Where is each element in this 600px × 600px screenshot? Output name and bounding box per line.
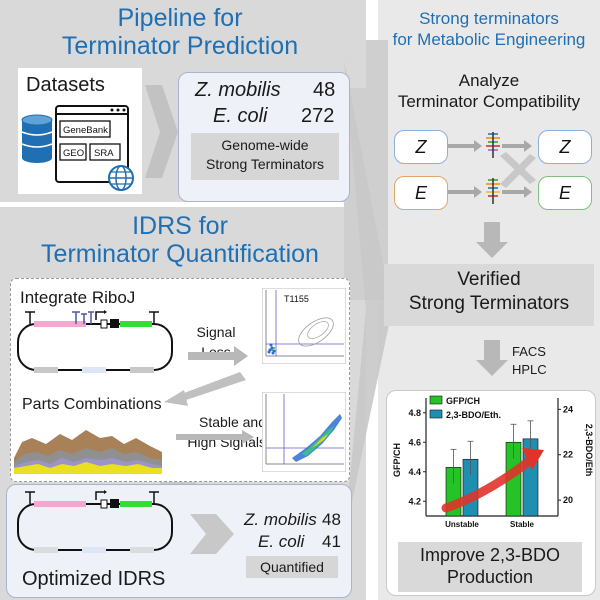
legend-swatch-bdo xyxy=(429,409,443,419)
metabolic-title-line1: Strong terminators xyxy=(419,9,559,28)
improve-label: Improve 2,3-BDO Production xyxy=(398,542,582,592)
optimized-chevron xyxy=(190,514,234,554)
chart-left-tick-label: 4.8 xyxy=(408,408,421,418)
arrow-to-parts xyxy=(164,372,246,406)
plasmid-optimized xyxy=(17,490,173,553)
db-label-genebank: GeneBank xyxy=(63,125,108,136)
verified-label: Verified Strong Terminators xyxy=(384,264,594,326)
riboj-insert-icon xyxy=(72,311,94,324)
genome-wide-line1: Genome-wide xyxy=(221,137,309,153)
z-box-right-label: Z xyxy=(559,137,571,157)
arrow-chevron-right xyxy=(344,60,392,540)
chart-right-tick-label: 20 xyxy=(563,495,573,505)
db-label-geo: GEO xyxy=(63,148,84,159)
facs-label: FACS xyxy=(512,344,546,359)
plasmid-riboj xyxy=(17,310,173,373)
pipeline-title: Pipeline for Terminator Prediction xyxy=(20,4,340,60)
chart-left-tick-label: 4.2 xyxy=(408,496,421,506)
quantified-label: Quantified xyxy=(246,556,338,578)
improve-line2: Production xyxy=(446,567,534,587)
terminator-set-bottom-icon xyxy=(486,178,500,204)
terminator-icon xyxy=(25,311,159,324)
parts-label: Parts Combinations xyxy=(22,396,162,413)
optimized-label: Optimized IDRS xyxy=(22,568,166,590)
idrs-title: IDRS for Terminator Quantification xyxy=(10,212,350,268)
compatibility-arrows xyxy=(448,132,536,204)
bdo-chart: 4.2 4.4 4.6 4.8 20 22 24 Unstable Stable GFP/C… xyxy=(392,395,594,529)
signal-arrow xyxy=(188,346,248,366)
integrate-label: Integrate RiboJ xyxy=(20,288,136,307)
stable-arrow xyxy=(176,430,254,444)
database-icon xyxy=(21,114,53,163)
signal-line1: Signal xyxy=(196,324,236,340)
z-box-left: Z xyxy=(394,130,448,164)
db-label-sra: SRA xyxy=(94,148,114,159)
globe-icon xyxy=(108,165,134,191)
legend-swatch-gfp xyxy=(429,395,443,405)
legend-label-bdo: 2,3-BDO/Eth. xyxy=(446,410,501,420)
stable-line1: Stable and xyxy=(199,414,266,430)
e-box-left: E xyxy=(394,176,448,210)
idrs-ecoli-name: E. coli xyxy=(258,532,305,551)
verified-line2: Strong Terminators xyxy=(408,293,570,314)
datasets-label: Datasets xyxy=(26,74,105,96)
analyze-label: Analyze Terminator Compatibility xyxy=(380,70,598,112)
browser-window-icon xyxy=(55,105,129,183)
parts-combinations-plot xyxy=(14,430,162,474)
pipeline-title-line2: Terminator Prediction xyxy=(61,32,299,60)
chart-ylabel-right: 2,3-BDO/Eth xyxy=(584,424,594,477)
chart-left-tick-label: 4.4 xyxy=(408,467,421,477)
idrs-title-line1: IDRS for xyxy=(132,212,228,240)
pipeline-title-line1: Pipeline for xyxy=(117,4,243,32)
zmobilis-name: Z. mobilis xyxy=(195,79,281,101)
e-box-right: E xyxy=(538,176,592,210)
terminator-set-top-icon xyxy=(486,132,500,158)
legend-label-gfp: GFP/CH xyxy=(446,396,480,406)
facs-label-t1155: T1155 xyxy=(284,294,309,304)
datasets-box: Datasets GeneBank GEO SRA xyxy=(18,68,142,194)
ecoli-name: E. coli xyxy=(213,105,268,127)
chart-category-label: Stable xyxy=(510,520,535,529)
e-box-right-label: E xyxy=(558,183,571,203)
ecoli-count: 272 xyxy=(301,105,335,127)
verified-line1: Verified xyxy=(457,269,521,290)
improve-line1: Improve 2,3-BDO xyxy=(419,545,561,565)
metabolic-title: Strong terminators for Metabolic Enginee… xyxy=(380,8,598,50)
genome-wide-label: Genome-wide Strong Terminators xyxy=(191,133,339,180)
genome-results-box: Z. mobilis 48 E. coli 272 Genome-wide St… xyxy=(178,72,350,202)
trend-arrow xyxy=(441,457,533,513)
idrs-title-line2: Terminator Quantification xyxy=(41,240,319,268)
genome-wide-line2: Strong Terminators xyxy=(205,156,324,172)
z-box-left-label: Z xyxy=(415,137,427,157)
chart-left-tick-label: 4.6 xyxy=(408,437,421,447)
datasets-illustration: GeneBank GEO SRA xyxy=(21,105,134,191)
metabolic-title-line2: for Metabolic Engineering xyxy=(392,30,586,49)
chart-ylabel-left: GFP/CH xyxy=(392,443,402,477)
idrs-ecoli-count: 41 xyxy=(322,532,341,551)
facs-plot-signal-loss: T1155 xyxy=(262,288,346,364)
zmobilis-count: 48 xyxy=(313,79,336,101)
idrs-zmobilis-count: 48 xyxy=(322,510,341,529)
facs-plot-stable xyxy=(262,392,346,472)
down-arrow-verify xyxy=(476,222,508,258)
z-box-right: Z xyxy=(538,130,592,164)
chart-right-tick-label: 24 xyxy=(563,404,573,414)
chart-category-label: Unstable xyxy=(445,520,479,529)
chart-right-tick-label: 22 xyxy=(563,450,573,460)
analyze-line1: Analyze xyxy=(458,71,520,90)
hplc-label: HPLC xyxy=(512,362,547,377)
down-arrow-facs xyxy=(476,340,508,376)
idrs-zmobilis-name: Z. mobilis xyxy=(244,510,317,529)
e-box-left-label: E xyxy=(414,183,427,203)
arrow-datasets-to-results xyxy=(145,85,178,178)
trend-arrow-head xyxy=(522,448,544,470)
analyze-line2: Terminator Compatibility xyxy=(397,92,581,111)
